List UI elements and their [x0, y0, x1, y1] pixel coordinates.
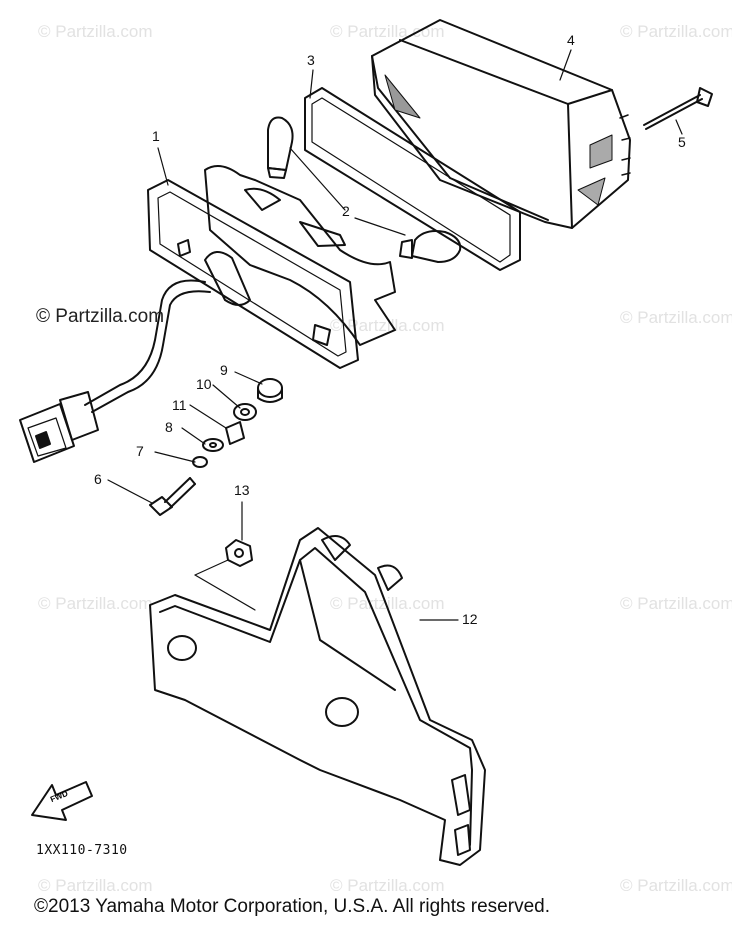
- callout-13: 13: [234, 482, 250, 498]
- flange-nut: [226, 540, 252, 566]
- lens-gasket: [305, 88, 520, 270]
- rubber-grommet: [258, 379, 282, 402]
- tail-lamp-lens: [372, 20, 630, 228]
- license-lamp-housing: [148, 166, 395, 368]
- bulb-lower: [400, 231, 460, 262]
- callout-1: 1: [152, 128, 160, 144]
- callout-2: 2: [342, 203, 350, 219]
- washer: [203, 439, 223, 451]
- wiring-harness: [20, 280, 210, 462]
- callout-7: 7: [136, 443, 144, 459]
- collar: [234, 404, 256, 420]
- callout-6: 6: [94, 471, 102, 487]
- watermark-tm: © Partzilla.com: [330, 22, 445, 41]
- watermark-br: © Partzilla.com: [620, 876, 732, 895]
- watermark-cm: © Partzilla.com: [330, 594, 445, 613]
- callout-8: 8: [165, 419, 173, 435]
- watermark-mr: © Partzilla.com: [620, 308, 732, 327]
- callout-5: 5: [678, 134, 686, 150]
- spacer: [226, 422, 244, 444]
- callout-3: 3: [307, 52, 315, 68]
- watermark-tl: © Partzilla.com: [38, 22, 153, 41]
- watermark-bl: © Partzilla.com: [38, 876, 153, 895]
- leader-lines: [108, 50, 682, 620]
- watermark-rm: © Partzilla.com: [620, 594, 732, 613]
- watermark-lm: © Partzilla.com: [38, 594, 153, 613]
- watermark-main: © Partzilla.com: [36, 306, 165, 327]
- mounting-bolt: [150, 478, 195, 515]
- diagram-code: 1XX110-7310: [36, 843, 128, 858]
- watermark-tr: © Partzilla.com: [620, 22, 732, 41]
- watermark-mm: © Partzilla.com: [330, 316, 445, 335]
- callout-11: 11: [172, 397, 187, 413]
- callout-4: 4: [567, 32, 575, 48]
- callout-10: 10: [196, 376, 212, 392]
- fwd-arrow-icon: [32, 782, 92, 820]
- bulb-upper: [268, 118, 293, 179]
- callout-9: 9: [220, 362, 228, 378]
- watermark-bm: © Partzilla.com: [330, 876, 445, 895]
- callout-12: 12: [462, 611, 478, 627]
- lens-screw: [644, 88, 712, 129]
- copyright-text: ©2013 Yamaha Motor Corporation, U.S.A. A…: [34, 896, 550, 917]
- license-bracket: [150, 528, 485, 865]
